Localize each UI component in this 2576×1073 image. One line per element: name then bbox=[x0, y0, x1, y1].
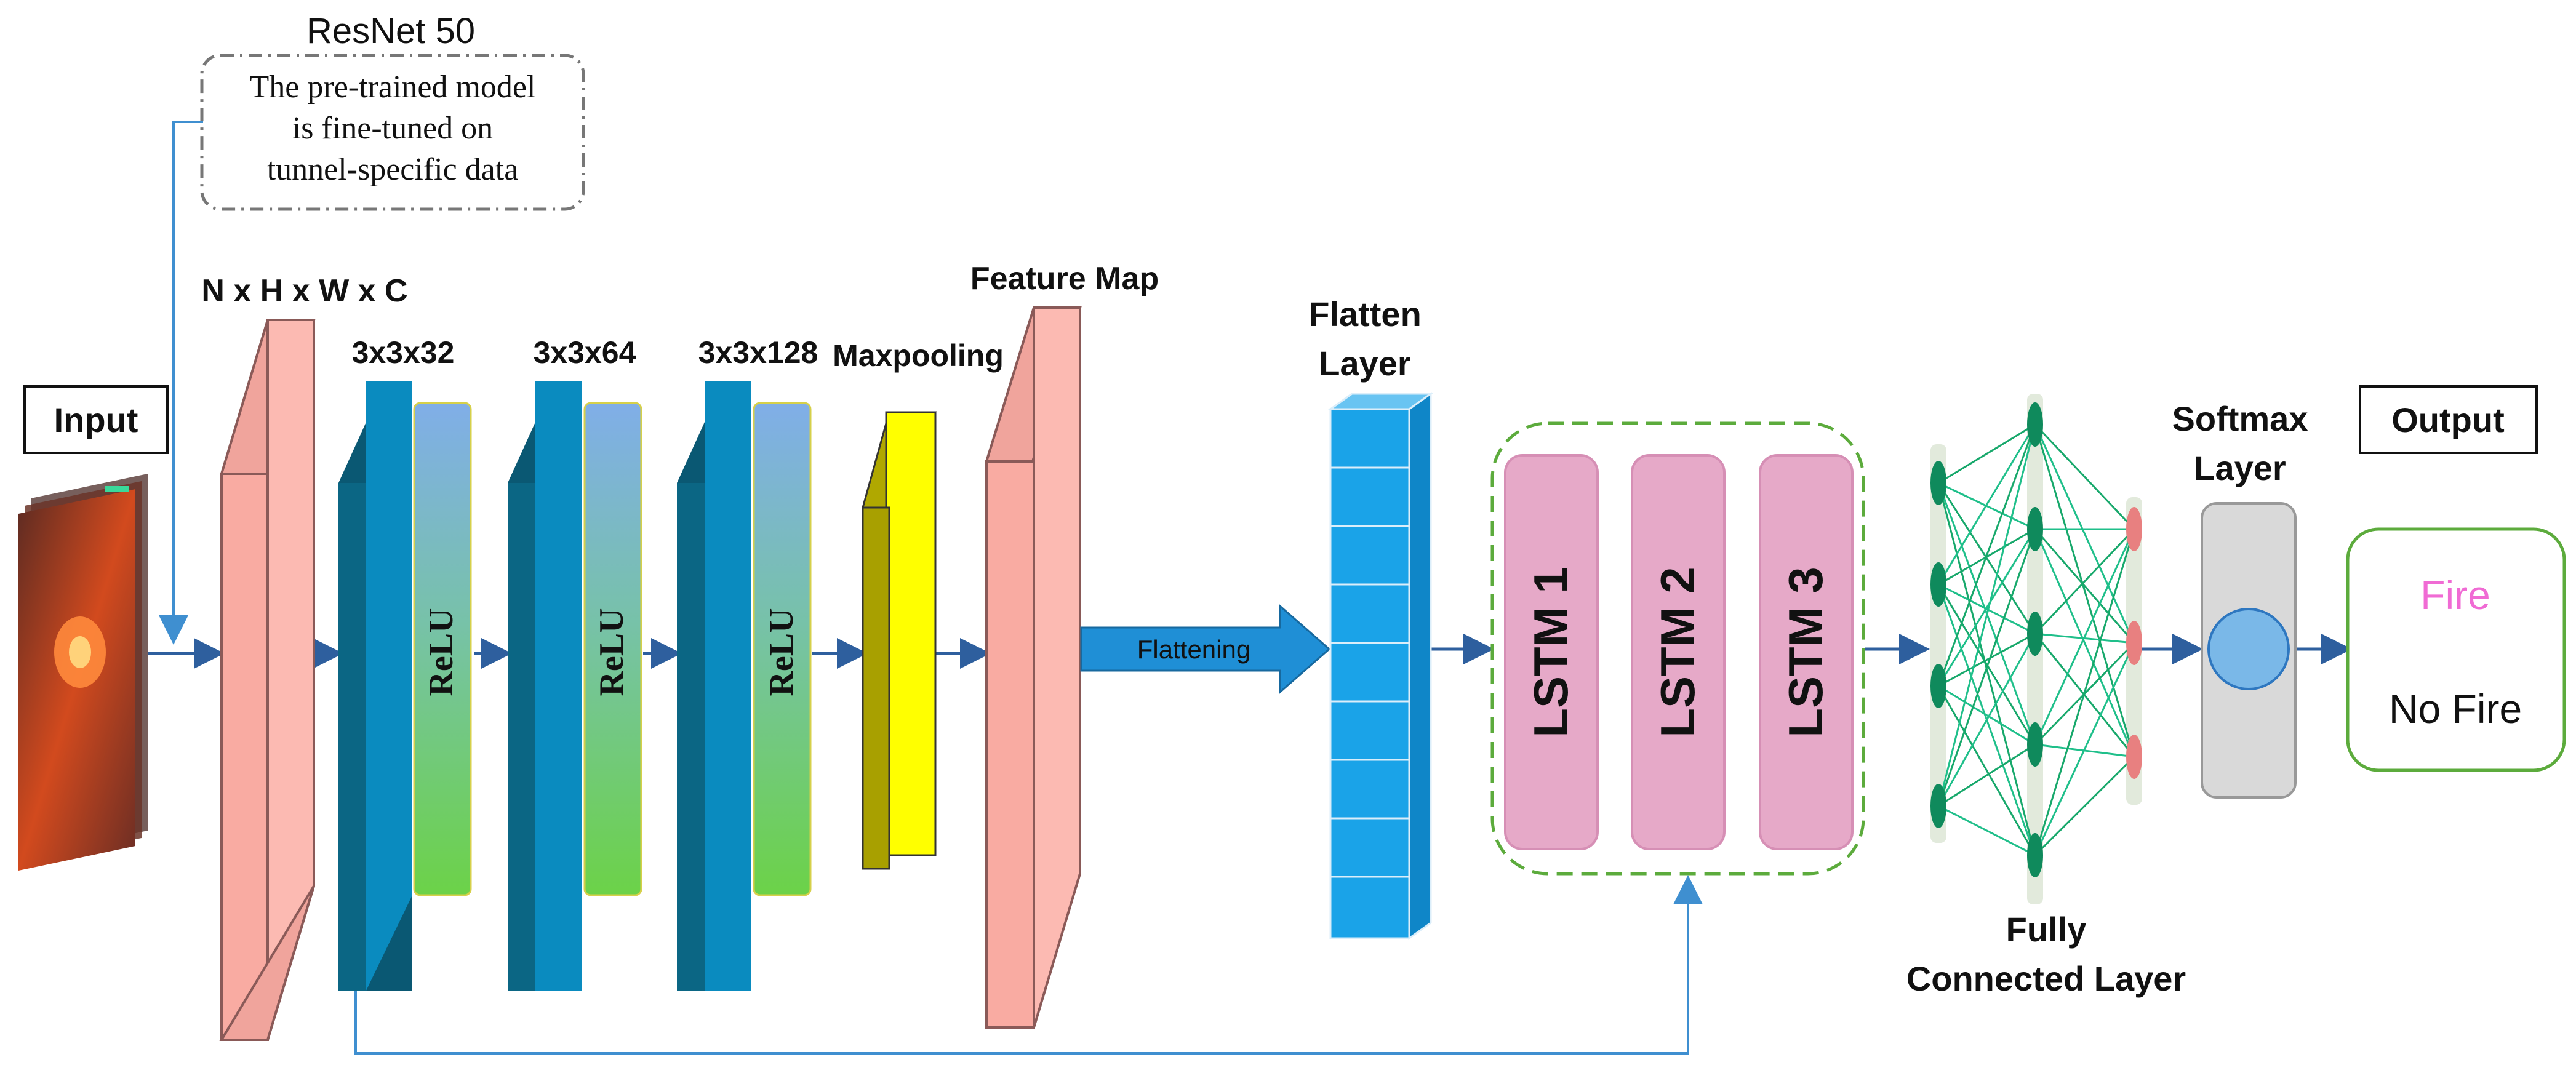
fc-label-1: Fully bbox=[2006, 910, 2087, 949]
fc-hidden-node bbox=[2027, 612, 2043, 656]
relu-1-label: ReLU bbox=[422, 608, 460, 696]
fc-edge bbox=[1937, 424, 2036, 687]
fc-edge bbox=[1937, 584, 2036, 745]
output-label: Output bbox=[2391, 401, 2504, 439]
fc-edge bbox=[1937, 529, 2036, 687]
flatten-label-1: Flatten bbox=[1308, 295, 1422, 333]
fc-input-node bbox=[1930, 562, 1946, 607]
resnet-note-line-1: The pre-trained model bbox=[250, 70, 536, 105]
fc-edge bbox=[1937, 424, 2036, 585]
softmax-node bbox=[2207, 608, 2290, 690]
fc-edge bbox=[1937, 529, 2036, 807]
output-classes-box bbox=[2346, 527, 2566, 772]
conv-block-1: ReLU bbox=[338, 381, 472, 991]
resnet-note-line-3: tunnel-specific data bbox=[267, 152, 519, 187]
fc-edge bbox=[2034, 528, 2135, 635]
fc-edge bbox=[2034, 529, 2135, 745]
input-label: Input bbox=[54, 401, 138, 439]
fc-input-node bbox=[1930, 461, 1946, 505]
fc-edge bbox=[2034, 423, 2135, 530]
flatten-layer-column bbox=[1327, 392, 1434, 940]
fc-edge bbox=[1938, 423, 2036, 484]
fc-input-node bbox=[1930, 664, 1946, 708]
flow-arrows bbox=[148, 634, 2352, 669]
fc-edge bbox=[2034, 424, 2135, 757]
lstm-cell-2: LSTM 2 bbox=[1631, 454, 1726, 850]
fc-edge bbox=[1938, 685, 2036, 746]
conv-2-label: 3x3x64 bbox=[534, 335, 636, 370]
fc-edge bbox=[2034, 529, 2135, 644]
input-image-stack-icon bbox=[18, 474, 148, 871]
fc-edge bbox=[1937, 633, 2036, 807]
fc-hidden-node bbox=[2027, 507, 2043, 551]
conv-block-2: ReLU bbox=[508, 381, 642, 991]
fc-output-node bbox=[2126, 735, 2142, 779]
fc-hidden-node bbox=[2027, 722, 2043, 767]
fc-edge bbox=[1938, 805, 2036, 856]
conv-3-label: 3x3x128 bbox=[698, 335, 818, 370]
fc-edge bbox=[2034, 424, 2135, 644]
fc-edge bbox=[2034, 642, 2135, 856]
fc-hidden-node bbox=[2027, 833, 2043, 877]
feature-map-label: Feature Map bbox=[970, 261, 1159, 297]
flatten-label-2: Layer bbox=[1319, 344, 1410, 383]
maxpool-label: Maxpooling bbox=[833, 338, 1004, 373]
softmax-label-1: Softmax bbox=[2172, 399, 2308, 438]
lstm-1-label: LSTM 1 bbox=[1524, 567, 1578, 737]
flattening-label: Flattening bbox=[1137, 635, 1250, 664]
fc-edge bbox=[1938, 743, 2036, 807]
resnet-title: ResNet 50 bbox=[306, 11, 475, 51]
resnet-connector bbox=[159, 121, 203, 645]
fc-edge bbox=[2034, 756, 2135, 856]
resnet-note-line-2: is fine-tuned on bbox=[292, 111, 493, 146]
fc-edge bbox=[2034, 529, 2135, 856]
fc-output-node bbox=[2126, 621, 2142, 665]
flattening-arrow: Flattening bbox=[1080, 604, 1331, 695]
fc-hidden-node bbox=[2027, 402, 2043, 447]
fully-connected-network bbox=[1930, 394, 2142, 904]
lstm-group-border bbox=[1490, 421, 1865, 876]
input-tensor-slab bbox=[219, 319, 316, 1041]
maxpool-block bbox=[862, 411, 937, 870]
fc-label-2: Connected Layer bbox=[1906, 959, 2186, 998]
lstm-2-label: LSTM 2 bbox=[1650, 567, 1705, 737]
skip-connection bbox=[354, 875, 1703, 1055]
relu-2-label: ReLU bbox=[593, 608, 631, 696]
fc-edge bbox=[2034, 529, 2135, 757]
relu-3-label: ReLU bbox=[762, 608, 801, 696]
fc-output-node bbox=[2126, 507, 2142, 551]
conv-1-label: 3x3x32 bbox=[352, 335, 455, 370]
fc-edge bbox=[1938, 632, 2036, 687]
input-dims-label: N x H x W x C bbox=[201, 273, 407, 309]
fc-edge bbox=[1937, 482, 2036, 634]
lstm-cell-3: LSTM 3 bbox=[1759, 454, 1854, 850]
resnet-note-box bbox=[200, 54, 585, 211]
output-class-no-fire: No Fire bbox=[2389, 686, 2522, 732]
lstm-3-label: LSTM 3 bbox=[1778, 567, 1833, 737]
feature-map-slab bbox=[985, 306, 1082, 1029]
conv-block-3: ReLU bbox=[677, 381, 812, 991]
output-label-box bbox=[2359, 385, 2538, 454]
softmax-label-2: Layer bbox=[2194, 449, 2286, 487]
fc-input-node bbox=[1930, 784, 1946, 828]
lstm-cell-1: LSTM 1 bbox=[1504, 454, 1599, 850]
fc-edge bbox=[1937, 424, 2036, 807]
fc-edge bbox=[1937, 685, 2036, 856]
input-label-box bbox=[23, 385, 169, 454]
output-class-fire: Fire bbox=[2420, 572, 2490, 618]
